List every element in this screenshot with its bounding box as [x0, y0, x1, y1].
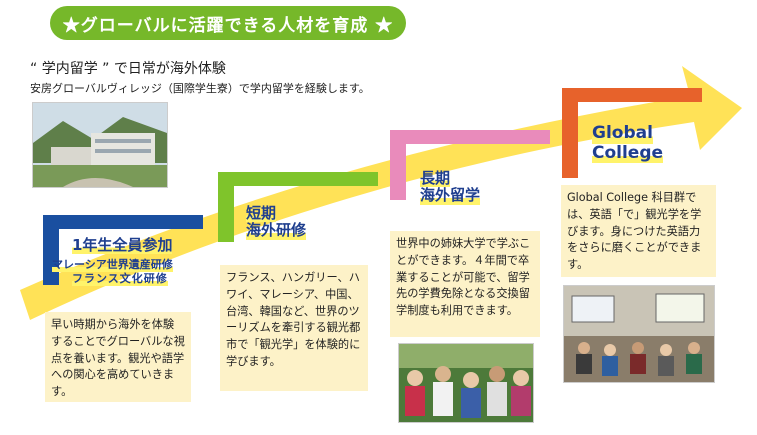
- step2-title: 短期海外研修: [246, 204, 307, 240]
- step1-title: 1年生全員参加: [72, 236, 173, 255]
- step3-title: 長期海外留学: [420, 169, 481, 205]
- campus-photo: [32, 102, 168, 188]
- step3-text: 世界中の姉妹大学で学ぶことができます。４年間で卒業することが可能で、留学先の学費…: [390, 231, 540, 337]
- step2-text: フランス、ハンガリー、ハワイ、マレーシア、中国、台湾、韓国など、世界のツーリズム…: [220, 265, 368, 391]
- classroom-photo: [563, 285, 715, 383]
- step3-bracket: [390, 130, 550, 200]
- students-photo: [398, 343, 534, 423]
- step4-bracket: [562, 88, 722, 178]
- step1-text: 早い時期から海外を体験することでグローバルな視点を養います。観光や語学への関心を…: [45, 312, 191, 402]
- step4-text: Global College 科目群では、英語「で」観光学を学びます。身につけた…: [561, 185, 716, 277]
- step1-sub1: マレーシア世界遺産研修: [52, 258, 173, 272]
- intro-title: “ 学内留学 ” で日常が海外体験: [30, 61, 226, 77]
- intro-text: 安房グローバルヴィレッジ（国際学生寮）で学内留学を経験します。: [30, 82, 370, 95]
- step2-bracket: [218, 172, 378, 242]
- header-banner: ★グローバルに活躍できる人材を育成 ★: [50, 6, 406, 40]
- step1-bracket: [43, 215, 203, 285]
- step1-sub2: フランス文化研修: [72, 272, 168, 286]
